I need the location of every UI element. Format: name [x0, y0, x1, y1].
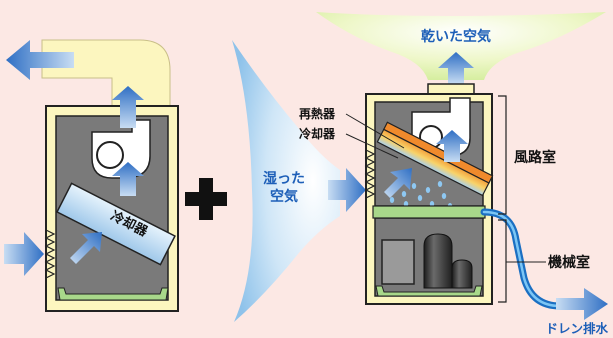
- drain-label: ドレン排水: [545, 321, 608, 336]
- right-bottom-tray: [375, 285, 483, 297]
- reheater-leader-line: [345, 113, 405, 149]
- compressor-block: [381, 239, 415, 285]
- cooler-leader-line: [345, 133, 399, 159]
- left-cooler-coil: [56, 182, 176, 266]
- left-drain-tray: [57, 287, 169, 301]
- dry-air-up-arrow: [438, 52, 474, 84]
- left-up-arrow-mid: [112, 162, 144, 196]
- reheater-label: 再熱器: [299, 106, 336, 121]
- right-cooler-label: 冷却器: [299, 126, 336, 141]
- left-unit: 冷却器: [4, 39, 179, 312]
- left-up-arrow-top: [112, 86, 144, 128]
- right-drain-tray: [372, 205, 486, 219]
- plus-sign: [185, 178, 227, 220]
- left-fan-hub: [96, 141, 124, 169]
- left-exhaust-duct: [41, 39, 171, 111]
- right-cooler-coil: [376, 128, 490, 197]
- left-intake-arrow: [4, 232, 44, 276]
- machine-room-bracket: [498, 219, 507, 303]
- dry-air-label: 乾いた空気: [421, 28, 491, 45]
- humid-air-label-line1: 湿った: [263, 171, 305, 187]
- water-droplets: [389, 181, 453, 209]
- air-duct-room-label: 風路室: [514, 149, 556, 166]
- air-duct-room-bracket: [498, 95, 507, 215]
- right-intake-grill: [364, 149, 376, 199]
- drain-arrow: [556, 288, 608, 320]
- left-exhaust-arrow: [6, 40, 74, 80]
- humid-air-cloud: [232, 40, 340, 322]
- right-unit: [364, 83, 494, 305]
- compressor-drum-short: [451, 259, 473, 289]
- left-intake-grill: [44, 229, 56, 279]
- drain-pipe-highlight: [482, 210, 562, 308]
- humid-air-arrow: [328, 168, 366, 212]
- left-intake-diagonal-arrow: [70, 232, 102, 264]
- compressor-drum-tall: [423, 233, 453, 289]
- right-diagonal-arrow: [384, 168, 412, 198]
- right-up-arrow: [436, 130, 468, 162]
- machine-room-label: 機械室: [548, 254, 590, 271]
- dry-air-plume: [316, 12, 606, 80]
- humid-air-label-line2: 空気: [270, 188, 298, 205]
